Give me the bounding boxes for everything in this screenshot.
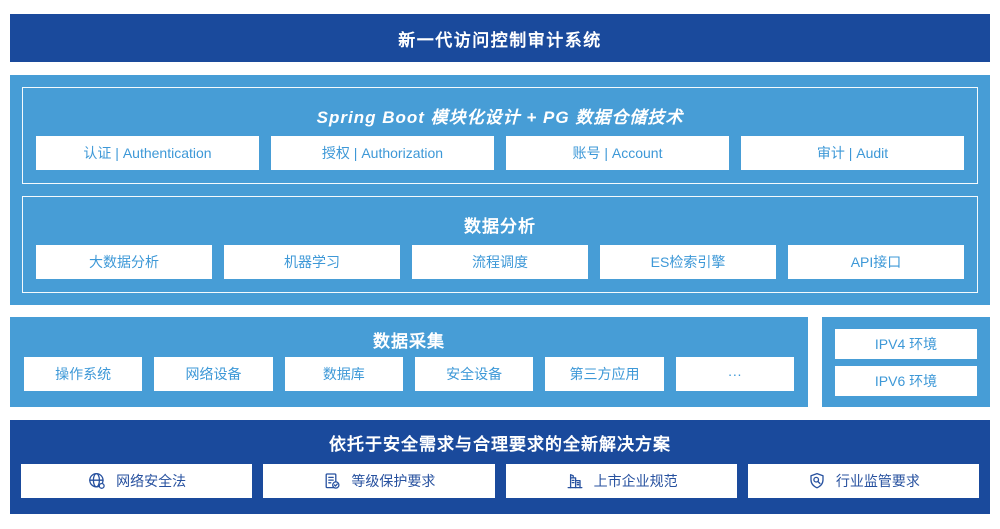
collection-panel: 数据采集 操作系统 网络设备 数据库 安全设备 第三方应用 ··· <box>10 317 808 407</box>
collection-box-thirdparty: 第三方应用 <box>545 357 664 391</box>
analysis-box-bigdata: 大数据分析 <box>36 245 212 279</box>
solution-box-industry-regulation: 行业监管要求 <box>747 464 979 498</box>
solution-box-label: 网络安全法 <box>116 473 187 489</box>
collection-box-os: 操作系统 <box>24 357 143 391</box>
collection-title: 数据采集 <box>373 331 445 351</box>
analysis-subpanel: 数据分析 大数据分析 机器学习 流程调度 ES检索引擎 API接口 <box>22 196 978 293</box>
env-box-ipv6: IPV6 环境 <box>835 365 977 396</box>
solution-panel: 依托于安全需求与合理要求的全新解决方案 网络安全法 <box>10 420 990 514</box>
collection-box-row: 操作系统 网络设备 数据库 安全设备 第三方应用 ··· <box>24 357 794 391</box>
modules-box-row: 认证 | Authentication 授权 | Authorization 账… <box>36 136 964 170</box>
analysis-title: 数据分析 <box>464 216 536 236</box>
module-box-authorization: 授权 | Authorization <box>271 136 494 170</box>
platform-panel: Spring Boot 模块化设计 + PG 数据仓储技术 认证 | Authe… <box>10 75 990 305</box>
analysis-box-workflow: 流程调度 <box>412 245 588 279</box>
solution-title: 依托于安全需求与合理要求的全新解决方案 <box>329 434 671 454</box>
collection-box-database: 数据库 <box>284 357 403 391</box>
building-icon <box>565 471 585 491</box>
document-check-icon <box>322 471 342 491</box>
module-box-account: 账号 | Account <box>506 136 729 170</box>
module-box-authentication: 认证 | Authentication <box>36 136 259 170</box>
shield-search-icon <box>807 471 827 491</box>
solution-box-label: 行业监管要求 <box>835 473 920 489</box>
page-title: 新一代访问控制审计系统 <box>398 30 602 50</box>
analysis-box-api: API接口 <box>788 245 964 279</box>
globe-network-icon <box>87 471 107 491</box>
collection-box-ellipsis: ··· <box>675 357 794 391</box>
modules-title: Spring Boot 模块化设计 + PG 数据仓储技术 <box>316 107 684 127</box>
solution-box-label: 上市企业规范 <box>593 473 678 489</box>
module-box-audit: 审计 | Audit <box>741 136 964 170</box>
banner: 新一代访问控制审计系统 <box>10 14 990 62</box>
analysis-box-ml: 机器学习 <box>224 245 400 279</box>
solution-box-cybersecurity-law: 网络安全法 <box>21 464 253 498</box>
collection-box-network-device: 网络设备 <box>154 357 273 391</box>
solution-box-listed-company: 上市企业规范 <box>505 464 737 498</box>
collection-row: 数据采集 操作系统 网络设备 数据库 安全设备 第三方应用 ··· IPV4 环… <box>10 317 990 407</box>
env-box-ipv4: IPV4 环境 <box>835 328 977 359</box>
analysis-box-es: ES检索引擎 <box>600 245 776 279</box>
environment-panel: IPV4 环境 IPV6 环境 <box>822 317 990 407</box>
solution-box-label: 等级保护要求 <box>351 473 436 489</box>
solution-box-row: 网络安全法 等级保护要求 <box>21 464 979 498</box>
analysis-box-row: 大数据分析 机器学习 流程调度 ES检索引擎 API接口 <box>36 245 964 279</box>
collection-box-security-device: 安全设备 <box>414 357 534 391</box>
modules-subpanel: Spring Boot 模块化设计 + PG 数据仓储技术 认证 | Authe… <box>22 87 978 184</box>
solution-box-classified-protection: 等级保护要求 <box>263 464 495 498</box>
